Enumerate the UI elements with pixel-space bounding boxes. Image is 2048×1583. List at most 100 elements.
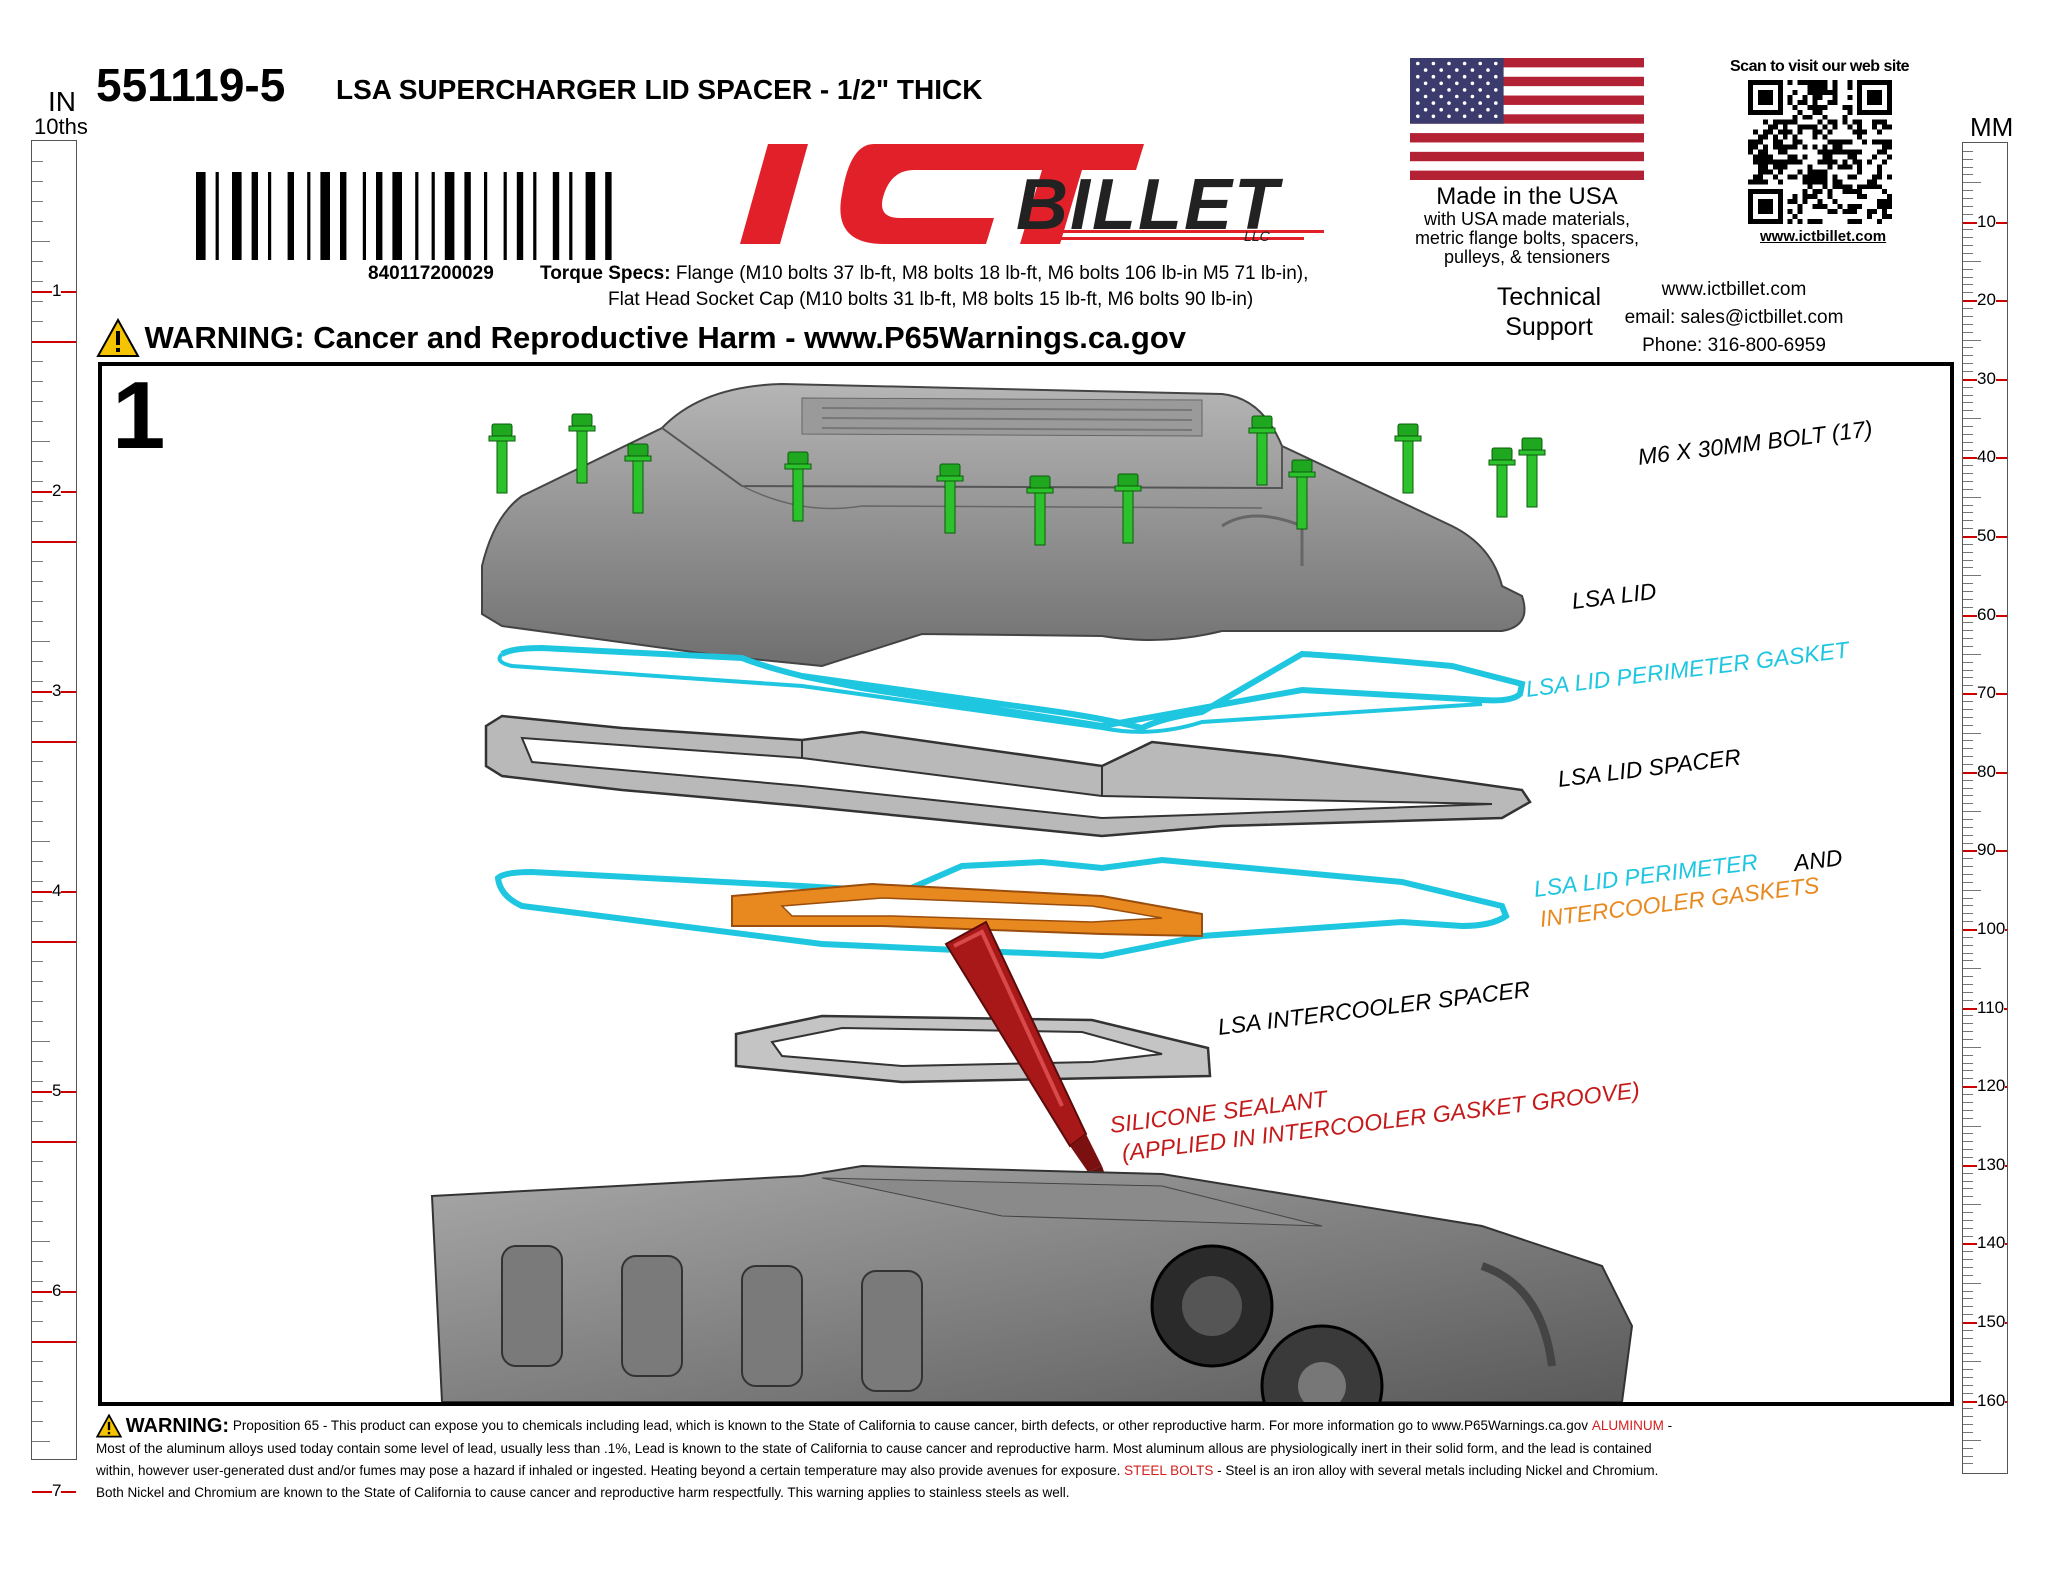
ruler-tick xyxy=(1963,889,1981,891)
ruler-tick xyxy=(1963,284,1973,286)
mm-label: 110 xyxy=(1977,997,2005,1017)
ruler-tick xyxy=(32,981,43,982)
ruler-tick xyxy=(1963,488,1973,490)
ruler-tick xyxy=(1963,1078,1973,1080)
ruler-tick xyxy=(32,641,50,642)
ruler-tick xyxy=(32,941,76,943)
ruler-tick xyxy=(1963,622,1973,624)
ruler-tick xyxy=(1963,1227,1973,1229)
ruler-tick xyxy=(32,1121,43,1122)
ruler-tick xyxy=(1963,559,1973,561)
ruler-tick xyxy=(1963,1101,1973,1103)
ruler-tick xyxy=(32,1421,43,1422)
ruler-tick xyxy=(1963,433,1973,435)
ruler-tick xyxy=(1963,1039,1973,1041)
support-email[interactable]: email: sales@ictbillet.com xyxy=(1624,307,1844,328)
ruler-tick xyxy=(1963,1282,1981,1284)
ruler-tick xyxy=(1963,661,1973,663)
ruler-tick xyxy=(1963,339,1981,341)
ruler-tick xyxy=(1963,968,1981,970)
torque-line2: Flat Head Socket Cap (M10 bolts 31 lb-ft… xyxy=(608,289,1254,310)
ruler-tick xyxy=(1963,449,1973,451)
bolt-icon xyxy=(1288,459,1316,530)
ruler-tick xyxy=(32,1381,43,1382)
made-in-usa-title: Made in the USA xyxy=(1436,183,1618,210)
ruler-tick xyxy=(1963,905,1973,907)
ruler-tick xyxy=(1963,276,1973,278)
ruler-tick xyxy=(1963,873,1973,875)
bolt-icon xyxy=(1026,475,1054,546)
prop65-footer: WARNING: Proposition 65 - This product c… xyxy=(96,1414,1926,1504)
ruler-tick xyxy=(1963,1369,1973,1371)
ruler-tick xyxy=(1963,1455,1973,1457)
ruler-tick xyxy=(1963,308,1973,310)
ruler-tick xyxy=(1963,598,1973,600)
ruler-tick xyxy=(32,201,43,202)
qr-code[interactable] xyxy=(1748,80,1892,224)
ruler-tick xyxy=(32,1141,76,1143)
ruler-tick xyxy=(1963,591,1973,593)
ruler-tick xyxy=(32,1301,43,1302)
ruler-tick xyxy=(1963,1337,1973,1339)
ruler-tick xyxy=(1963,190,1973,192)
ruler-tick xyxy=(1963,1463,1973,1465)
upper-perimeter-gasket xyxy=(500,644,1526,732)
ruler-tick xyxy=(1963,268,1973,270)
qr-website-link[interactable]: www.ictbillet.com xyxy=(1760,228,1887,245)
ruler-tick xyxy=(1963,1133,1973,1135)
footer-line2: Most of the aluminum alloys used today c… xyxy=(96,1441,1652,1456)
ruler-tick xyxy=(32,801,43,802)
ruler-tick xyxy=(1963,716,1973,718)
ruler-tick xyxy=(1963,1046,1981,1048)
ruler-tick xyxy=(1963,779,1973,781)
ruler-tick xyxy=(32,221,43,222)
ruler-tick xyxy=(1963,677,1973,679)
ruler-tick xyxy=(32,281,43,282)
bolt-icon xyxy=(624,443,652,514)
ruler-tick xyxy=(32,361,43,362)
ruler-tick xyxy=(1963,150,1973,152)
inch-label: 3 xyxy=(52,681,62,700)
ruler-tick xyxy=(1963,441,1973,443)
ruler-tick xyxy=(1963,182,1981,184)
ruler-tick xyxy=(1963,1031,1973,1033)
ruler-tick xyxy=(1963,1447,1973,1449)
ruler-tick xyxy=(1963,991,1973,993)
ruler-tick xyxy=(1963,480,1973,482)
ruler-tick xyxy=(1963,897,1973,899)
support-website[interactable]: www.ictbillet.com xyxy=(1661,279,1807,300)
ruler-tick xyxy=(1963,811,1981,813)
ruler-tick xyxy=(1963,253,1973,255)
ruler-tick xyxy=(1963,1070,1973,1072)
mm-label: 80 xyxy=(1977,761,1996,781)
ruler-tick xyxy=(32,341,76,343)
ruler-tick xyxy=(1963,370,1973,372)
ruler-tick xyxy=(1963,1211,1973,1213)
ruler-tick xyxy=(32,681,43,682)
ruler-tick xyxy=(32,881,43,882)
ruler-tick xyxy=(1963,166,1973,168)
mm-label: 40 xyxy=(1977,447,1996,467)
ruler-tick xyxy=(1963,1439,1981,1441)
ruler-tick xyxy=(32,581,43,582)
ruler-tick xyxy=(32,181,43,182)
ruler-tick xyxy=(32,1081,43,1082)
ruler-tick xyxy=(32,821,43,822)
mm-label: 30 xyxy=(1977,368,1996,388)
ruler-tick xyxy=(1963,1377,1973,1379)
ruler-tick xyxy=(1963,551,1973,553)
ruler-tick xyxy=(32,1241,50,1242)
bolt-icon xyxy=(1114,473,1142,544)
ruler-tick xyxy=(1963,1188,1973,1190)
ruler-tick xyxy=(1963,952,1973,954)
ruler-tick xyxy=(1963,260,1981,262)
ruler-tick xyxy=(32,1341,76,1343)
m6-bolts xyxy=(488,413,1546,546)
ruler-tick xyxy=(1963,1392,1973,1394)
warning-banner-text[interactable]: WARNING: Cancer and Reproductive Harm - … xyxy=(144,320,1187,355)
torque-label: Torque Specs: xyxy=(540,263,671,284)
lsa-lid-spacer-part xyxy=(484,714,1532,838)
ruler-tick xyxy=(32,1021,43,1022)
ruler-tick xyxy=(1963,638,1973,640)
